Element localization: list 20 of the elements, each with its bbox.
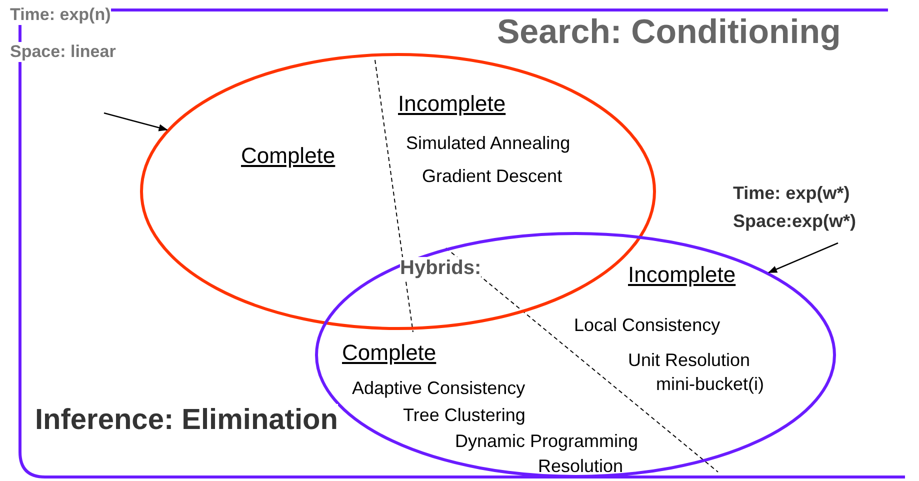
- category-heading: Incomplete: [628, 262, 736, 288]
- method-name: Gradient Descent: [422, 166, 562, 187]
- complexity-note: Space:exp(w*): [733, 211, 856, 232]
- method-name: Adaptive Consistency: [352, 378, 526, 399]
- arrow: [104, 112, 168, 132]
- complexity-note: Time: exp(n): [10, 5, 111, 25]
- method-name: Resolution: [538, 456, 624, 477]
- method-name: Tree Clustering: [403, 405, 526, 426]
- method-name: Unit Resolution: [628, 350, 750, 371]
- method-name: Simulated Annealing: [406, 133, 570, 154]
- category-heading: Complete: [342, 340, 436, 366]
- complexity-note: Time: exp(w*): [733, 183, 850, 204]
- region-label: Hybrids:: [400, 257, 482, 280]
- category-heading: Complete: [241, 143, 336, 168]
- method-name: mini-bucket(i): [656, 374, 764, 395]
- method-name: Dynamic Programming: [455, 431, 638, 452]
- complexity-note: Space: linear: [10, 42, 116, 62]
- arrow: [768, 242, 838, 274]
- category-heading: Incomplete: [398, 91, 506, 116]
- method-name: Local Consistency: [574, 315, 720, 336]
